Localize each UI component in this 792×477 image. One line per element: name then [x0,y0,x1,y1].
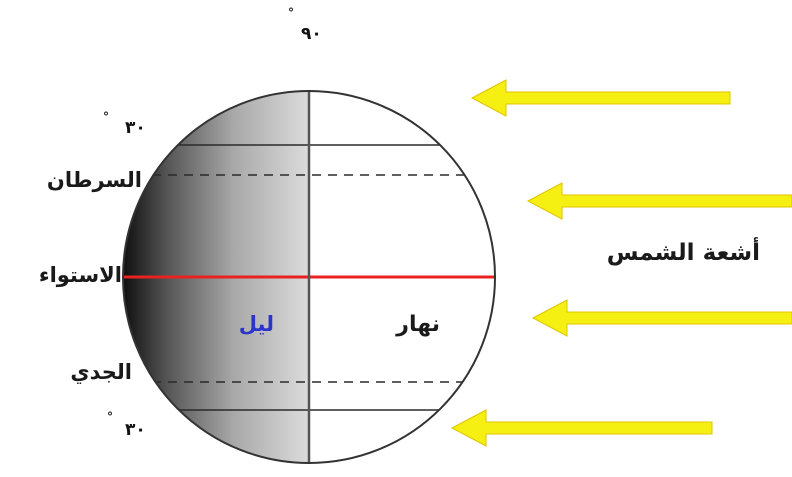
day-label: نهار [396,312,440,337]
sun-rays-label: أشعة الشمس [606,240,760,266]
sun-ray-arrow-icon [450,409,713,447]
sun-ray-arrow-icon [470,79,731,117]
night-label: ليل [238,312,274,336]
sun-ray-arrow-icon [526,182,792,220]
sun-ray-arrow-icon [531,299,792,337]
globe-outline [122,90,496,464]
equator-label: الاستواء [38,263,122,287]
tropic-capricorn-label: الجدي [70,360,132,384]
top-degree-mark: ° [288,6,294,20]
top-degree-label: ٩٠ [301,24,322,44]
tropic-cancer-label: السرطان [46,168,142,192]
upper-degree-mark: ° [103,110,109,124]
lower-degree-mark: ° [107,410,113,424]
upper-degree-label: ٣٠ [125,118,146,138]
lower-degree-label: ٣٠ [125,420,146,440]
